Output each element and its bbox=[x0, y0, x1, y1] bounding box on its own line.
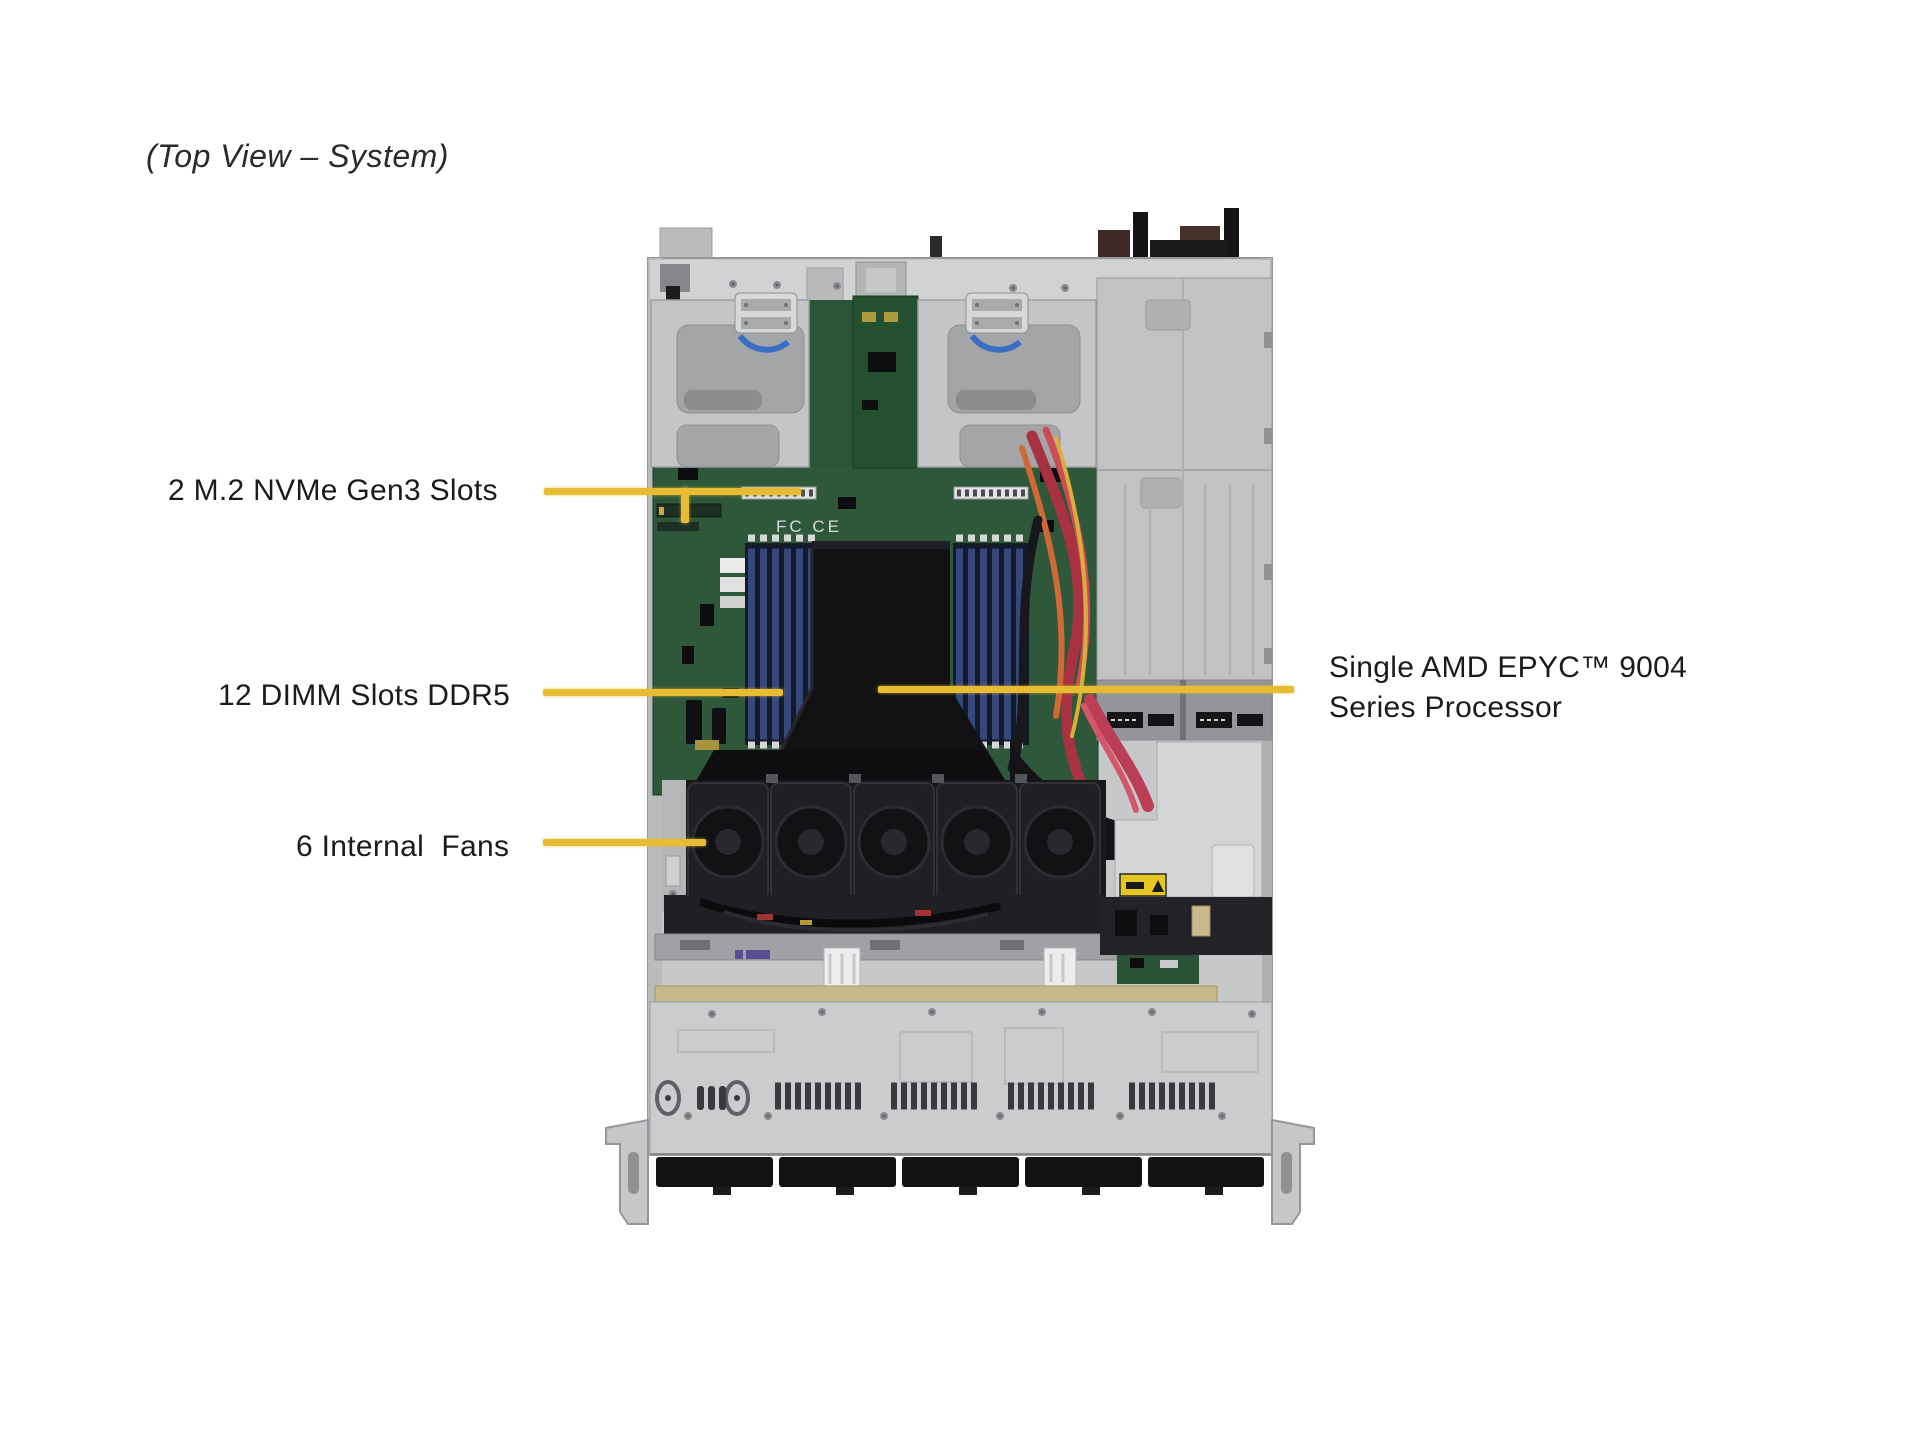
callout-dimm-label: 12 DIMM Slots DDR5 bbox=[218, 679, 511, 712]
fcc-ce-marking: FC CE bbox=[776, 517, 842, 536]
rack-ear-right bbox=[1271, 1118, 1315, 1225]
drive-bays bbox=[656, 1157, 1264, 1195]
m2-slots bbox=[656, 503, 722, 531]
backplane bbox=[654, 895, 1218, 1003]
front-panel bbox=[649, 1001, 1273, 1155]
callout-fans-label: 6 Internal Fans bbox=[296, 830, 510, 863]
power-distribution-box bbox=[1100, 741, 1272, 955]
dimm-bank-right bbox=[953, 534, 1029, 749]
blue-cable bbox=[969, 334, 1022, 353]
callout-cpu-line bbox=[878, 686, 1294, 693]
warning-label bbox=[1119, 873, 1167, 897]
callout-m2-line bbox=[544, 488, 801, 495]
callout-dimm-line bbox=[543, 689, 783, 696]
callout-m2-label: 2 M.2 NVMe Gen3 Slots bbox=[168, 474, 498, 507]
motherboard-components: FC CE bbox=[656, 468, 1064, 763]
callout-cpu-label: Single AMD EPYC™ 9004 Series Processor bbox=[1329, 651, 1688, 724]
riser-board bbox=[852, 295, 919, 469]
power-connector bbox=[1043, 947, 1077, 989]
fan-row bbox=[662, 750, 1106, 912]
drive-tray-left bbox=[650, 292, 810, 468]
figure-caption: (Top View – System) bbox=[146, 138, 449, 174]
drive-tray-right bbox=[917, 292, 1097, 468]
power-supply bbox=[1096, 277, 1273, 741]
fan-modules bbox=[687, 782, 1101, 902]
callout-fans-line bbox=[543, 839, 706, 846]
callout-m2-line-tick bbox=[681, 488, 689, 523]
psu-handles bbox=[659, 208, 1239, 264]
backplane-edge bbox=[654, 985, 1218, 1003]
blue-cable bbox=[737, 334, 790, 353]
rack-ear-left bbox=[605, 1118, 649, 1225]
